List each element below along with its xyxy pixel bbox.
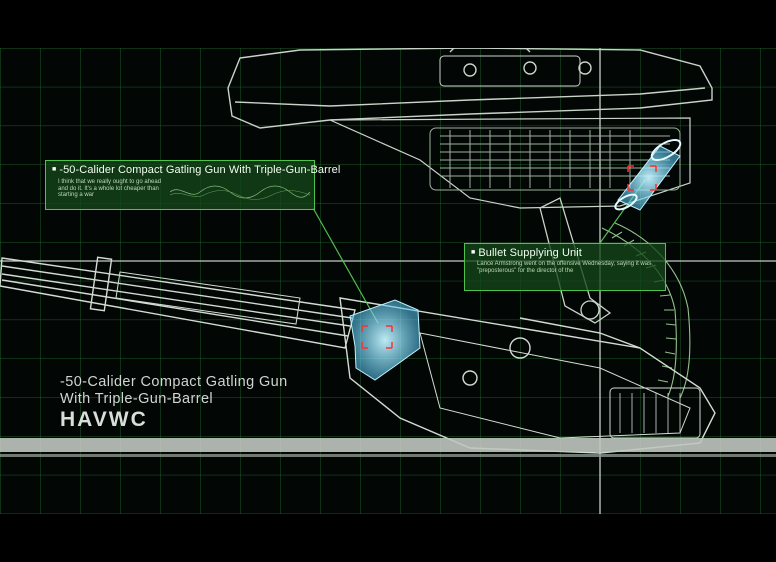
schematic-viewport: -50-Calider Compact Gatling Gun With Tri…	[0, 48, 776, 514]
vehicle-hull	[227, 48, 713, 209]
unit-code-label: HAVWC	[60, 408, 148, 431]
caption-line-1: -50-Calider Compact Gatling Gun	[60, 374, 288, 390]
bullet-unit-highlight	[614, 138, 682, 211]
callout-bullet-title: Bullet Supplying Unit	[471, 247, 582, 259]
callout-gatling-gun: -50-Calider Compact Gatling Gun With Tri…	[45, 160, 340, 210]
engine-block	[429, 127, 681, 191]
target-reticle-bullet	[627, 165, 657, 191]
target-reticle-gun	[361, 325, 393, 349]
callout-gun-title: -50-Calider Compact Gatling Gun With Tri…	[52, 164, 340, 176]
caption-line-2: With Triple-Gun-Barrel	[60, 391, 214, 407]
waveform-graphic	[170, 185, 310, 200]
bottom-bar	[0, 438, 776, 452]
callout-bullet-body: Lance Armstrong went on the offensive We…	[477, 261, 652, 274]
bottom-bar-thin	[0, 454, 776, 457]
callout-gun-body: I think that we really ought to go ahead…	[58, 179, 162, 198]
support-arm	[539, 197, 612, 324]
callout-gun-leader	[312, 207, 379, 324]
callout-bullet-supplying-unit: Bullet Supplying Unit Lance Armstrong we…	[464, 243, 666, 291]
gun-highlight	[349, 299, 421, 381]
gatling-barrel	[0, 256, 356, 349]
